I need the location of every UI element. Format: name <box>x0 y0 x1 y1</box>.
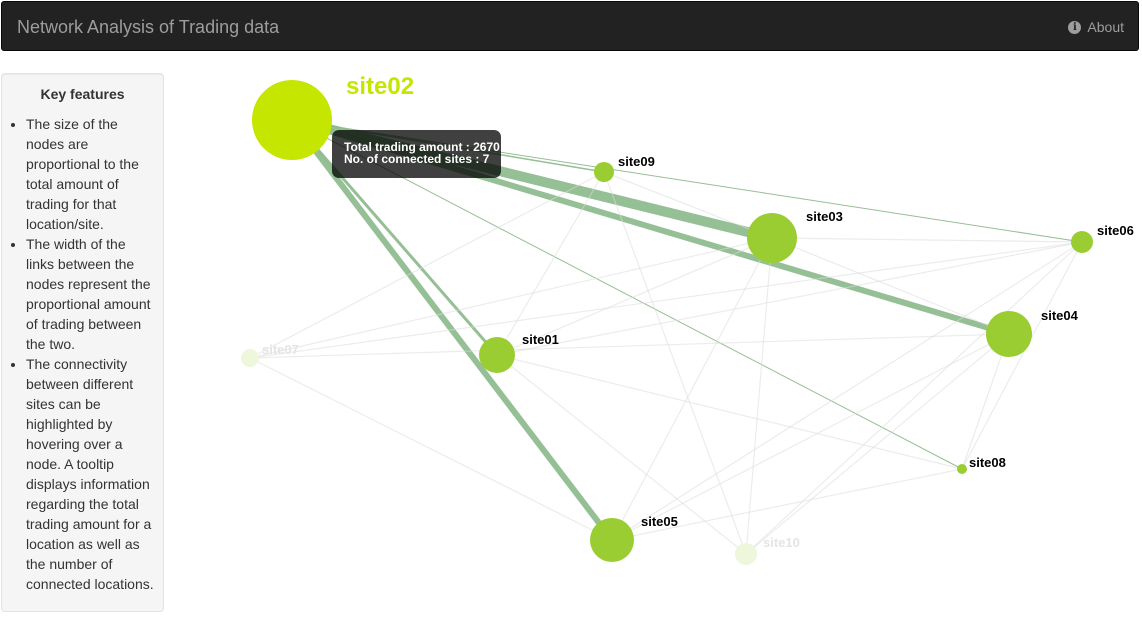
link-site10-site06 <box>745 241 1083 555</box>
about-label: About <box>1087 19 1124 35</box>
nodes-layer: site02 site09 site03 site06 site04 site01 site… <box>241 73 1134 565</box>
tooltip-total-amount: Total trading amount : 2670 <box>344 140 500 154</box>
link-site07-site06 <box>249 241 1083 359</box>
node-circle[interactable] <box>986 311 1032 357</box>
tooltip-connected-sites: No. of connected sites : 7 <box>344 152 490 166</box>
navbar: Network Analysis of Trading data i About <box>1 1 1139 51</box>
link-site05-site06 <box>611 241 1083 541</box>
node-label: site01 <box>522 332 559 347</box>
links-layer <box>249 115 1083 555</box>
feature-item: The size of the nodes are proportional t… <box>26 114 155 234</box>
about-link[interactable]: i About <box>1068 19 1124 35</box>
link-site09-site03 <box>603 171 773 239</box>
node-site02[interactable]: site02 <box>252 73 414 160</box>
node-circle[interactable] <box>1071 231 1093 253</box>
link-site05-site04 <box>611 333 1010 541</box>
link-site04-site08 <box>961 333 1010 470</box>
node-site10[interactable]: site10 <box>735 535 800 565</box>
node-label: site09 <box>618 154 655 169</box>
link-site10-site04 <box>745 333 1010 555</box>
link-site01-site09 <box>496 171 605 356</box>
link-site07-site03 <box>249 237 773 359</box>
node-site05[interactable]: site05 <box>590 514 678 562</box>
node-label: site08 <box>969 455 1006 470</box>
link-site05-site03 <box>611 237 773 541</box>
link-site03-site04 <box>771 237 1010 335</box>
node-circle[interactable] <box>479 337 515 373</box>
node-circle[interactable] <box>594 162 614 182</box>
node-label: site10 <box>763 535 800 550</box>
node-label: site05 <box>641 514 678 529</box>
node-site03[interactable]: site03 <box>747 209 843 263</box>
key-features-list: The size of the nodes are proportional t… <box>2 114 163 594</box>
link-site03-site06 <box>771 237 1083 243</box>
node-site06[interactable]: site06 <box>1071 223 1134 253</box>
node-tooltip: Total trading amount : 2670 No. of conne… <box>332 130 501 178</box>
link-site05-site08 <box>611 468 963 541</box>
node-site01[interactable]: site01 <box>479 332 559 373</box>
feature-item: The width of the links between the nodes… <box>26 234 155 354</box>
node-site09[interactable]: site09 <box>594 154 655 182</box>
node-label: site06 <box>1097 223 1134 238</box>
node-circle[interactable] <box>252 80 332 160</box>
key-features-title: Key features <box>40 86 125 102</box>
link-site02-site01 <box>290 119 499 356</box>
node-circle[interactable] <box>735 543 757 565</box>
link-site01-site03 <box>496 237 773 356</box>
link-site07-site04 <box>249 333 1010 359</box>
link-site06-site08 <box>961 241 1083 470</box>
key-features-panel: Key features The size of the nodes are p… <box>1 73 164 612</box>
node-circle[interactable] <box>590 518 634 562</box>
link-site01-site06 <box>496 241 1083 356</box>
info-circle-icon: i <box>1068 20 1082 34</box>
node-site04[interactable]: site04 <box>986 308 1079 357</box>
node-label: site02 <box>346 73 414 100</box>
node-label: site04 <box>1041 308 1079 323</box>
link-site01-site08 <box>496 354 963 470</box>
app-title[interactable]: Network Analysis of Trading data <box>17 17 280 37</box>
node-site08[interactable]: site08 <box>957 455 1006 474</box>
node-label: site03 <box>806 209 843 224</box>
node-site07[interactable]: site07 <box>241 342 299 367</box>
link-site07-site05 <box>249 357 613 541</box>
link-site07-site09 <box>249 171 605 359</box>
node-circle[interactable] <box>241 349 259 367</box>
node-circle[interactable] <box>957 464 967 474</box>
node-label: site07 <box>262 342 299 357</box>
link-site03-site10 <box>745 237 773 555</box>
feature-item: The connectivity between different sites… <box>26 354 155 594</box>
node-circle[interactable] <box>747 213 797 263</box>
link-site09-site10 <box>603 171 747 555</box>
link-site02-site08 <box>291 119 963 470</box>
